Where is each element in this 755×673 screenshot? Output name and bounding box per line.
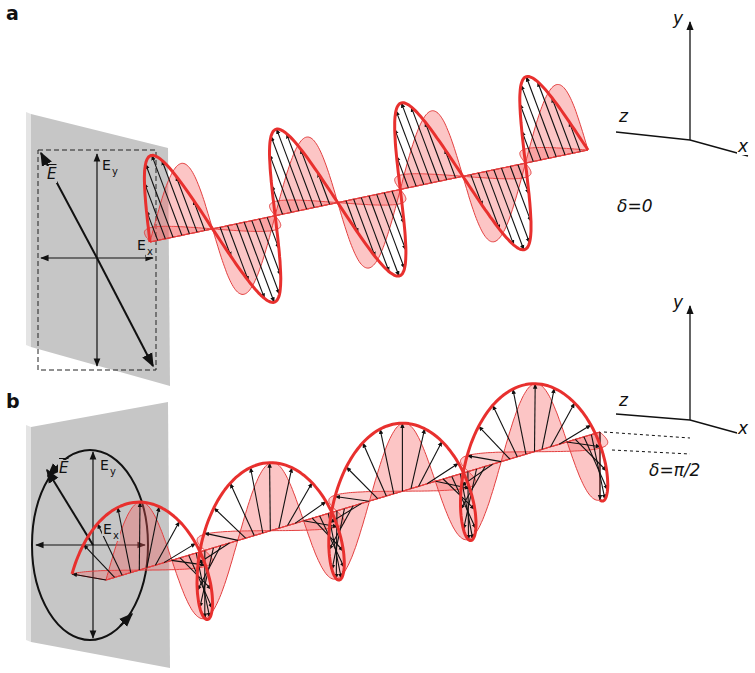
field-arrow xyxy=(411,107,439,181)
field-arrow xyxy=(425,122,447,180)
component-subscript: y xyxy=(111,167,119,177)
field-arrow xyxy=(72,574,106,580)
y-component xyxy=(150,85,588,295)
field-arrow xyxy=(279,468,292,529)
y-axis xyxy=(689,306,690,420)
field-arrow xyxy=(551,403,575,447)
field-arrow xyxy=(288,483,313,526)
field-arrow xyxy=(252,221,280,295)
field-arrow xyxy=(176,176,197,232)
z-axis xyxy=(616,132,690,140)
field-arrow xyxy=(346,467,377,499)
ey-arrow xyxy=(96,154,97,258)
rotation-arrow xyxy=(120,614,132,626)
field-arrow xyxy=(301,149,322,206)
plate-edge xyxy=(26,112,31,347)
plate-edge xyxy=(26,425,31,642)
field-arrow xyxy=(402,423,403,491)
field-arrow xyxy=(479,173,500,230)
panel-letter: b xyxy=(6,392,20,411)
field-arrow xyxy=(287,134,315,208)
panel-letter: a xyxy=(6,4,19,23)
axis-label: z xyxy=(618,108,629,125)
axis-label: y xyxy=(672,294,684,311)
ey-arrow xyxy=(96,258,97,366)
axis-label: z xyxy=(618,392,629,409)
field-arrow xyxy=(363,443,387,496)
field-arrow xyxy=(401,103,431,183)
field-arrow xyxy=(277,129,307,209)
field-arrow xyxy=(369,196,399,276)
field-arrow xyxy=(214,508,246,538)
phase-label: δ=0 xyxy=(616,198,653,215)
field-arrow xyxy=(228,226,249,281)
circular-wave xyxy=(72,383,608,619)
phase-label: δ=π/2 xyxy=(648,462,701,479)
field-arrow xyxy=(538,82,565,155)
field-arrow xyxy=(230,483,254,535)
projection-line xyxy=(612,450,690,454)
field-tip-curve xyxy=(144,77,588,303)
linear-wave xyxy=(144,77,588,303)
ex-arrow xyxy=(97,257,153,258)
axis-label: y xyxy=(672,10,684,27)
e-vector xyxy=(97,258,153,366)
field-arrow xyxy=(152,155,182,235)
field-arrow xyxy=(567,442,601,447)
field-arrow xyxy=(354,199,376,257)
field-arrow xyxy=(377,194,405,268)
field-arrow xyxy=(251,468,263,534)
e-vector xyxy=(41,153,97,258)
axis-label: x xyxy=(737,138,749,155)
e-vector xyxy=(47,470,93,545)
projection-line xyxy=(604,432,690,438)
field-arrow xyxy=(162,160,190,233)
field-arrow xyxy=(269,463,271,531)
field-arrow xyxy=(139,502,141,570)
field-arrow xyxy=(172,560,206,565)
field-arrow xyxy=(155,521,179,565)
field-arrow xyxy=(396,111,424,185)
y-axis xyxy=(689,22,690,140)
field-arrow xyxy=(361,198,389,272)
y-component xyxy=(106,383,600,618)
field-arrow xyxy=(526,77,556,157)
dashed-box xyxy=(38,150,156,370)
field-arrow xyxy=(467,456,501,462)
field-vector-label: E xyxy=(46,166,57,183)
field-vector-label: E xyxy=(58,460,69,477)
field-arrow xyxy=(513,389,526,454)
field-arrow xyxy=(335,497,369,502)
z-axis xyxy=(616,414,690,420)
component-subscript: y xyxy=(109,467,117,477)
field-tip-curve xyxy=(72,384,608,620)
axis-label: x xyxy=(737,420,749,437)
component-subscript: x xyxy=(146,247,154,257)
ex-arrow xyxy=(41,257,97,258)
field-arrow xyxy=(521,85,549,158)
field-arrow xyxy=(542,388,554,449)
field-arrow xyxy=(534,384,536,452)
field-arrow xyxy=(552,98,573,154)
field-arrow xyxy=(493,405,518,457)
field-arrow xyxy=(204,533,238,540)
field-arrow xyxy=(271,136,299,210)
field-arrow xyxy=(486,171,514,245)
field-arrow xyxy=(494,170,524,250)
field-arrow xyxy=(237,224,265,299)
component-subscript: x xyxy=(112,531,120,541)
field-arrow xyxy=(380,429,394,494)
ey-arrow xyxy=(92,545,93,638)
field-arrow xyxy=(147,507,159,568)
field-arrow xyxy=(244,222,274,302)
field-arrow xyxy=(419,442,443,487)
